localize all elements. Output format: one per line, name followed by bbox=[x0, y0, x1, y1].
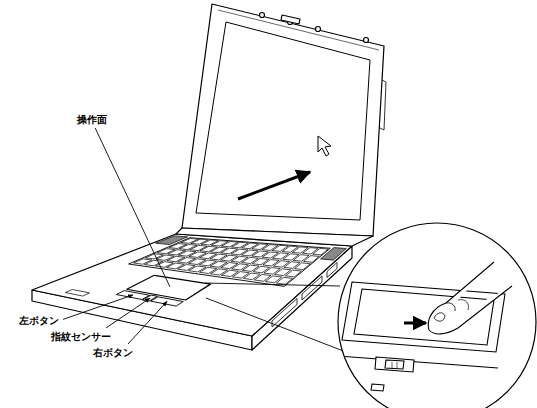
zoom-lines bbox=[205, 283, 346, 352]
leader-line bbox=[106, 298, 150, 328]
leader-line bbox=[95, 128, 170, 287]
key bbox=[295, 263, 311, 270]
key bbox=[304, 256, 320, 263]
side-port bbox=[272, 299, 297, 328]
screen-pointer bbox=[238, 136, 331, 199]
key bbox=[276, 277, 292, 284]
hinge bbox=[176, 228, 373, 246]
side-port bbox=[302, 276, 322, 300]
button-label: 左ボタン bbox=[18, 315, 60, 326]
base-top bbox=[32, 234, 352, 336]
touchpad bbox=[127, 275, 211, 300]
leader-line bbox=[128, 301, 167, 344]
speaker bbox=[320, 248, 346, 261]
side-port bbox=[327, 263, 337, 278]
key bbox=[313, 248, 328, 255]
speaker bbox=[156, 236, 188, 245]
part-label: 操作面 bbox=[76, 114, 108, 125]
button-label: 指紋センサー bbox=[50, 331, 112, 342]
leader-lines bbox=[63, 128, 170, 344]
indicator bbox=[65, 290, 89, 297]
key bbox=[285, 270, 301, 277]
button-label: 右ボタン bbox=[92, 347, 134, 358]
laptop-lid bbox=[182, 4, 386, 236]
leader-line bbox=[63, 295, 133, 319]
zoom-callout bbox=[338, 223, 536, 408]
laptop-base bbox=[32, 228, 373, 350]
